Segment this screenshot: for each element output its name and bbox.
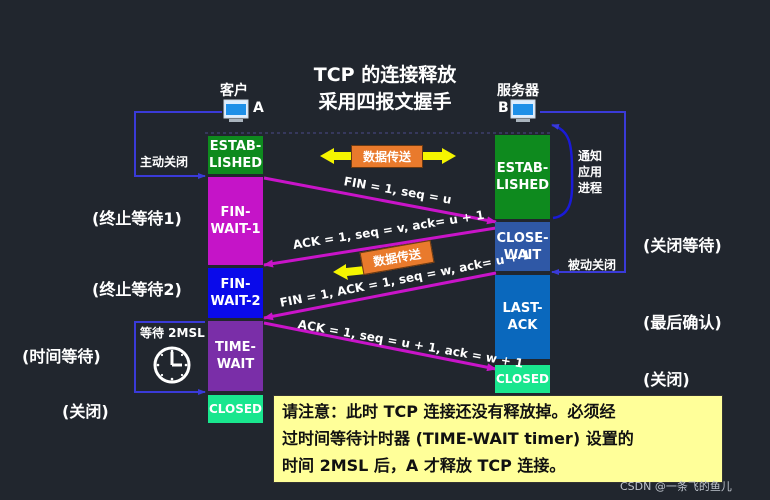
label-time-wait: (时间等待) (22, 347, 101, 366)
client-id: A (253, 100, 264, 116)
msg-arrow-fin-ack (263, 271, 497, 321)
client-state-time-wait: TIME- WAIT (208, 321, 263, 391)
client-state-established: ESTAB- LISHED (208, 136, 263, 174)
server-computer-icon (510, 99, 536, 122)
title-line-1: TCP 的连接释放 (313, 64, 457, 86)
server-state-closed: CLOSED (495, 365, 550, 393)
data-transfer-left-arrow (333, 264, 366, 280)
note-line-3: 时间 2MSL 后，A 才释放 TCP 连接。 (282, 456, 566, 475)
note-line-1: 请注意：此时 TCP 连接还没有释放掉。必须经 (282, 402, 616, 421)
watermark: CSDN @一条飞的鱼儿 (620, 480, 732, 493)
label-close-wait: (关闭等待) (643, 236, 722, 255)
diagram-title: TCP 的连接释放 采用四报文握手 (0, 62, 770, 116)
clock-icon (153, 346, 191, 384)
active-close-label: 主动关闭 (140, 155, 189, 169)
server-label: 服务器 (497, 83, 539, 99)
server-state-last-ack: LAST- ACK (495, 275, 550, 359)
client-state-closed: CLOSED (208, 395, 263, 423)
passive-close-label: 被动关闭 (568, 258, 617, 272)
title-line-2: 采用四报文握手 (318, 91, 452, 113)
wait-2msl-flow (134, 321, 206, 395)
msg-arrow-ack (263, 226, 497, 268)
client-computer-icon (223, 99, 249, 122)
client-state-fin-wait-2: FIN- WAIT-2 (208, 268, 263, 318)
client-state-fin-wait-1: FIN- WAIT-1 (208, 177, 263, 265)
msg-arrow-final-ack (263, 321, 497, 372)
passive-close-flow (540, 111, 626, 275)
label-closed-server: (关闭) (643, 370, 690, 389)
notify-app-label: 通知 应用 进程 (578, 149, 603, 195)
server-id: B (498, 100, 509, 116)
active-close-flow (134, 111, 222, 179)
notify-app-curve (551, 123, 574, 220)
note-box: 请注意：此时 TCP 连接还没有释放掉。必须经 过时间等待计时器 (TIME-W… (273, 395, 723, 483)
server-state-established: ESTAB- LISHED (495, 135, 550, 219)
note-line-2: 过时间等待计时器 (TIME-WAIT timer) 设置的 (282, 429, 634, 448)
wait-2msl-label: 等待 2MSL (140, 326, 205, 340)
label-fin-wait-2: (终止等待2) (92, 280, 182, 299)
label-closed-client: (关闭) (62, 402, 109, 421)
data-transfer-box-1: 数据传送 (351, 145, 423, 168)
client-label: 客户 (220, 83, 248, 99)
label-fin-wait-1: (终止等待1) (92, 209, 182, 228)
msg-arrow-fin (263, 176, 497, 225)
server-state-close-wait: CLOSE- WAIT (495, 222, 550, 271)
label-last-ack: (最后确认) (643, 313, 722, 332)
